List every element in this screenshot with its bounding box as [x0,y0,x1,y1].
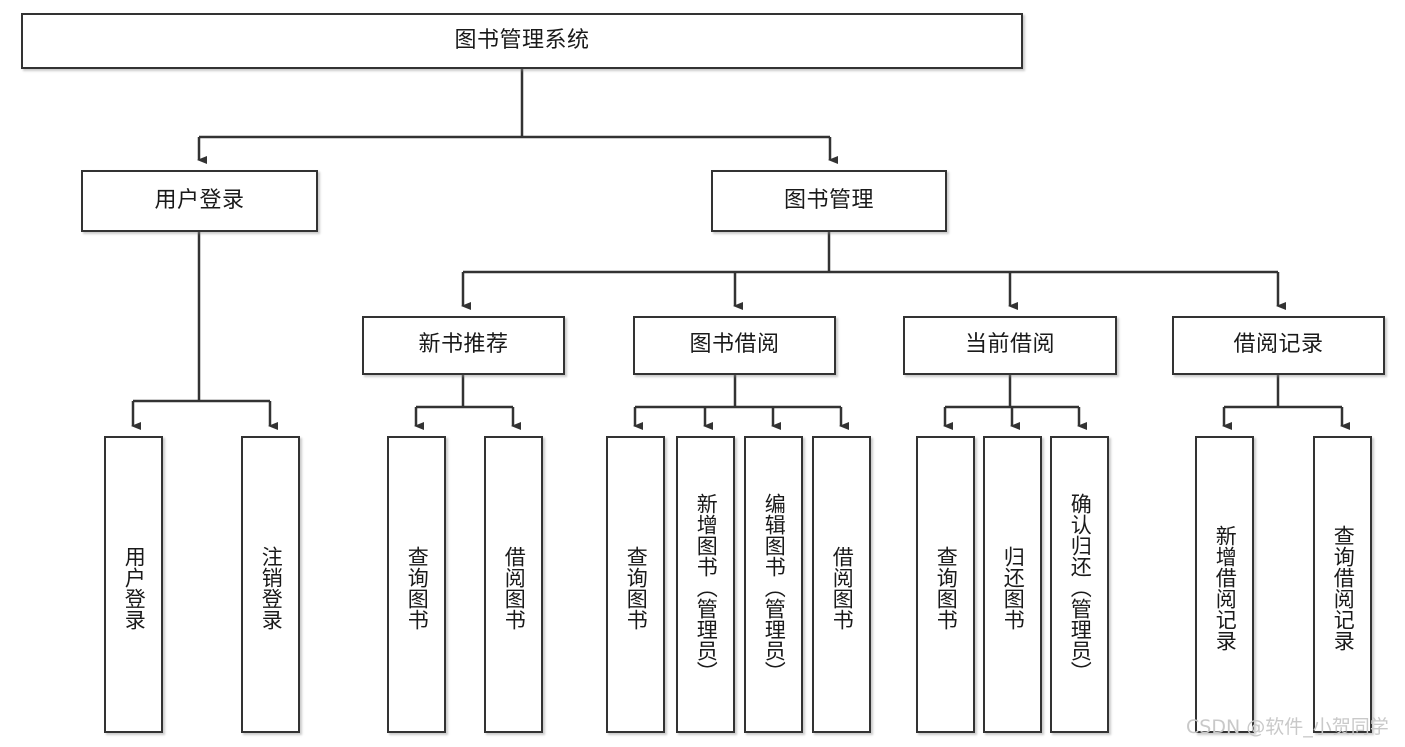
connector-borrow-to-leaves [633,375,849,430]
node-book-borrow-label: 图书借阅 [689,332,780,358]
leaf-return-book[interactable]: 归还图书 [983,436,1042,733]
connector-bookmgmt-to-level3 [461,232,1286,310]
leaf-confirm-return-admin[interactable]: 确认归还（管理员） [1050,436,1109,733]
connector-newbook-to-leaves [414,375,521,430]
connector-current-to-leaves [943,375,1087,430]
leaf-logout-label: 注销登录 [259,545,284,630]
node-root[interactable]: 图书管理系统 [21,13,1023,69]
leaf-query-borrow-record[interactable]: 查询借阅记录 [1313,436,1372,733]
leaf-user-login[interactable]: 用户登录 [104,436,163,733]
node-new-book-recommend[interactable]: 新书推荐 [362,316,565,375]
leaf-query-book-borrow-label: 查询图书 [624,545,649,630]
connector-userlogin-to-leaves [131,232,278,430]
node-current-borrow[interactable]: 当前借阅 [903,316,1117,375]
leaf-confirm-return-admin-label: 确认归还（管理员） [1068,493,1093,682]
leaf-query-book-current-label: 查询图书 [934,545,959,630]
node-root-label: 图书管理系统 [454,27,590,53]
watermark: CSDN @软件_小贺同学 [1186,716,1389,738]
leaf-add-borrow-record-label: 新增借阅记录 [1213,524,1238,651]
node-user-login[interactable]: 用户登录 [81,170,318,232]
leaf-edit-book-admin-label: 编辑图书（管理员） [762,493,787,682]
node-current-borrow-label: 当前借阅 [964,332,1055,358]
leaf-borrow-book-label: 借阅图书 [830,545,855,630]
leaf-user-login-label: 用户登录 [122,545,147,630]
leaf-query-book-current[interactable]: 查询图书 [916,436,975,733]
leaf-return-book-label: 归还图书 [1001,545,1026,630]
leaf-add-borrow-record[interactable]: 新增借阅记录 [1195,436,1254,733]
leaf-query-book-borrow[interactable]: 查询图书 [606,436,665,733]
leaf-logout[interactable]: 注销登录 [241,436,300,733]
node-book-management[interactable]: 图书管理 [711,170,947,232]
node-borrow-record[interactable]: 借阅记录 [1172,316,1385,375]
connector-root-to-level2 [197,69,838,164]
node-new-book-recommend-label: 新书推荐 [418,332,509,358]
leaf-add-book-admin-label: 新增图书（管理员） [694,493,719,682]
leaf-borrow-book-newbook-label: 借阅图书 [502,545,527,630]
connector-record-to-leaves [1222,375,1350,430]
leaf-query-book-newbook[interactable]: 查询图书 [387,436,446,733]
node-user-login-label: 用户登录 [154,187,245,213]
leaf-borrow-book[interactable]: 借阅图书 [812,436,871,733]
leaf-borrow-book-newbook[interactable]: 借阅图书 [484,436,543,733]
leaf-query-book-newbook-label: 查询图书 [405,545,430,630]
node-borrow-record-label: 借阅记录 [1233,332,1324,358]
leaf-query-borrow-record-label: 查询借阅记录 [1331,524,1356,651]
leaf-edit-book-admin[interactable]: 编辑图书（管理员） [744,436,803,733]
node-book-management-label: 图书管理 [783,187,874,213]
node-book-borrow[interactable]: 图书借阅 [633,316,836,375]
leaf-add-book-admin[interactable]: 新增图书（管理员） [676,436,735,733]
